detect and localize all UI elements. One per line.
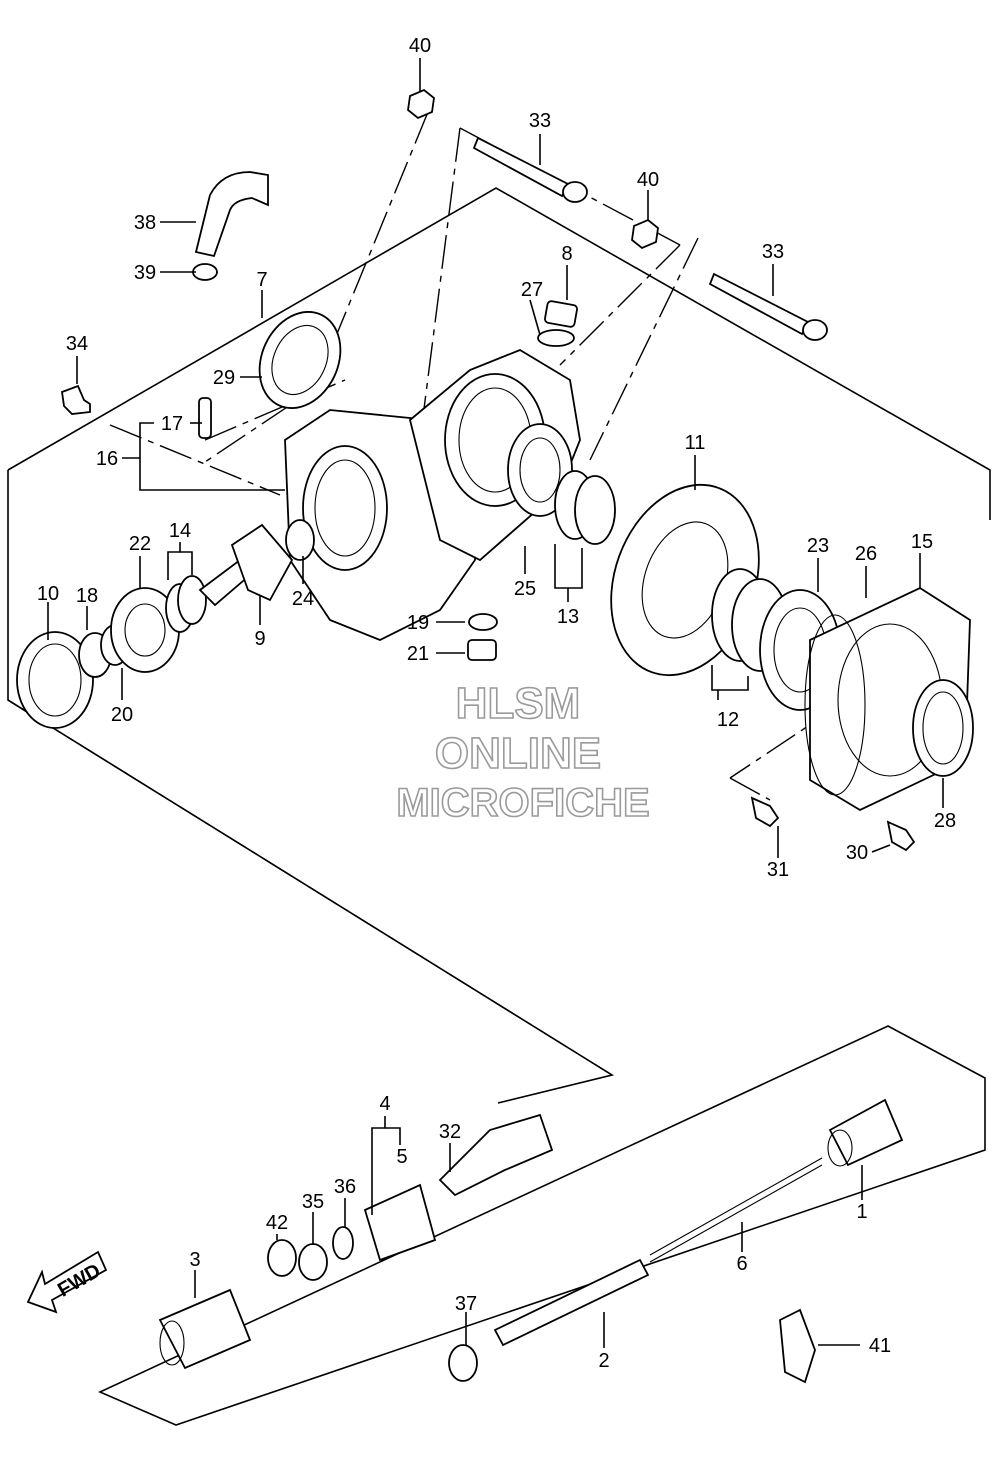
callout-4: 4: [379, 1093, 390, 1115]
oring-36: [332, 1226, 354, 1260]
shim-13: [554, 470, 616, 545]
watermark-line2: ONLINE: [435, 729, 601, 778]
callout-8: 8: [561, 243, 572, 265]
callout-1: 1: [856, 1201, 867, 1223]
callout-23: 23: [807, 535, 829, 557]
callout-2: 2: [598, 1350, 609, 1372]
stud-bolt-33-upper: [472, 136, 588, 203]
callout-30: 30: [846, 842, 868, 864]
cap-1: [827, 1098, 904, 1167]
callout-24: 24: [292, 588, 314, 610]
plug-8: [537, 300, 578, 347]
joint-3: [158, 1288, 252, 1370]
callout-12: 12: [717, 709, 739, 731]
upper-assembly-frame: [7, 187, 991, 1104]
nut-40-upper: [407, 88, 435, 120]
pinion-nut-10: [16, 631, 94, 729]
callout-42: 42: [266, 1212, 288, 1234]
oil-seal-29: [258, 311, 342, 409]
oring-42: [267, 1239, 297, 1277]
bolt-31: [750, 796, 780, 828]
oring-26: [804, 614, 866, 796]
clamp-39: [192, 263, 218, 281]
callout-9: 9: [254, 628, 265, 650]
callout-33-upper: 33: [529, 110, 551, 132]
callout-5: 5: [396, 1146, 407, 1168]
callout-11: 11: [685, 432, 706, 454]
plug-21: [467, 639, 497, 661]
callout-15: 15: [911, 531, 933, 553]
bolt-34: [61, 384, 91, 415]
callout-25: 25: [514, 578, 536, 600]
callout-16: 16: [96, 448, 118, 470]
callout-21: 21: [407, 643, 429, 665]
callout-33-right: 33: [762, 241, 784, 263]
callout-7: 7: [256, 269, 267, 291]
callout-13: 13: [557, 606, 579, 628]
coupling-5: [363, 1183, 437, 1262]
callout-29: 29: [213, 367, 235, 389]
watermark-line3: MICROFICHE: [396, 781, 649, 825]
callout-10: 10: [37, 583, 59, 605]
callout-17: 17: [161, 413, 183, 435]
callout-40-right: 40: [637, 169, 659, 191]
callout-22: 22: [129, 533, 151, 555]
nut-35: [298, 1243, 328, 1281]
callout-39: 39: [134, 262, 156, 284]
clip-41: [779, 1308, 816, 1384]
washer-19: [468, 613, 498, 631]
breather-hose-38: [194, 171, 269, 258]
stud-bolt-33-right: [708, 272, 828, 341]
callout-20: 20: [111, 704, 133, 726]
callout-36: 36: [334, 1176, 356, 1198]
callout-3: 3: [189, 1249, 200, 1271]
callout-6: 6: [736, 1253, 747, 1275]
callout-35: 35: [302, 1191, 324, 1213]
callout-34: 34: [66, 333, 88, 355]
nut-40-right: [631, 218, 659, 250]
callout-27: 27: [521, 279, 543, 301]
callout-18: 18: [76, 585, 98, 607]
shim-14: [165, 575, 207, 633]
callout-40-upper: 40: [409, 35, 431, 57]
callout-26: 26: [855, 543, 877, 565]
bolt-30: [886, 820, 916, 852]
watermark-line1: HLSM: [456, 679, 581, 728]
bevel-pinion-gear-9: [198, 523, 294, 607]
callout-38: 38: [134, 212, 156, 234]
callout-labels: 40 33 40 33 8 27 7 38 39 29 34 17 16 11 …: [37, 35, 956, 1372]
fwd-arrow-icon: FWD: [26, 1250, 108, 1314]
dowel-pin-17: [198, 397, 212, 439]
callout-31: 31: [767, 859, 789, 881]
oring-37: [448, 1344, 478, 1382]
callout-leaders: [47, 58, 944, 1348]
bearing-24: [285, 519, 315, 561]
coupling-32: [438, 1113, 554, 1197]
callout-37: 37: [455, 1293, 477, 1315]
watermark: HLSM ONLINE MICROFICHE: [396, 678, 651, 826]
spring-6: [649, 1157, 823, 1263]
callout-41: 41: [869, 1335, 891, 1357]
callout-14: 14: [169, 520, 191, 542]
callout-19: 19: [407, 612, 429, 634]
callout-28: 28: [934, 810, 956, 832]
propeller-shaft-2: [493, 1258, 650, 1347]
callout-32: 32: [439, 1121, 461, 1143]
lower-assembly-frame: [98, 1025, 986, 1426]
oil-seal-28: [912, 679, 974, 777]
